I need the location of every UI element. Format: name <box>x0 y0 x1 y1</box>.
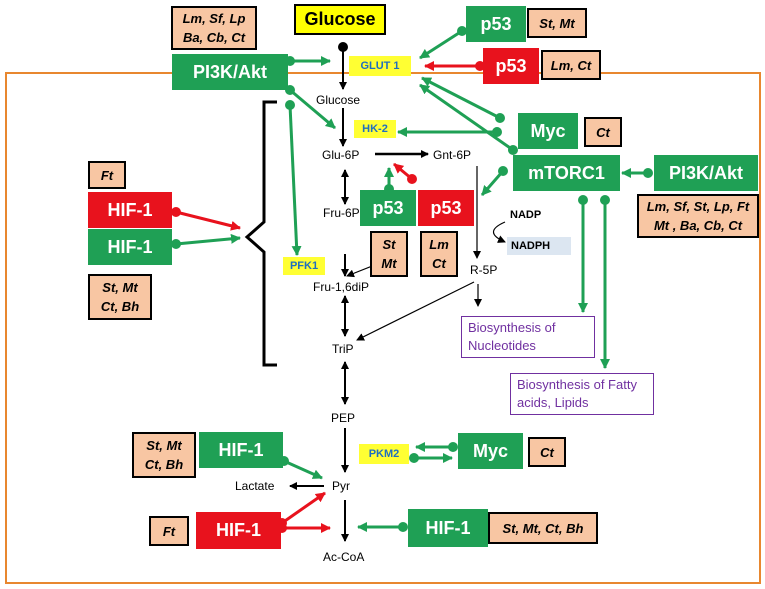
glycolysis-arrows <box>289 42 429 542</box>
enzyme-hk2: HK-2 <box>354 120 396 138</box>
species-hif1-pkm2: St, Mt Ct, Bh <box>132 432 196 478</box>
metabolite-trip: TriP <box>332 342 354 356</box>
metabolite-ac-coa: Ac-CoA <box>323 550 365 564</box>
metabolite-fru-16dip: Fru-1,6diP <box>313 280 370 294</box>
p53-activator-mid-box: p53 <box>360 190 416 226</box>
hif1-inhibitor-left-box: HIF-1 <box>88 192 172 228</box>
myc-bottom-box: Myc <box>458 433 523 469</box>
glycolysis-bracket <box>244 100 277 367</box>
mtorc1-box: mTORC1 <box>513 155 620 191</box>
p53-activator-top-box: p53 <box>466 6 526 42</box>
metabolite-fru-6p: Fru-6P <box>323 206 360 220</box>
metabolite-nadph: NADPH <box>507 237 571 255</box>
inhibition-arrows <box>171 61 485 533</box>
species-hif1-green-bottom: St, Mt, Ct, Bh <box>488 512 598 544</box>
metabolite-glu-6p: Glu-6P <box>322 148 360 162</box>
metabolite-r-5p: R-5P <box>470 263 498 277</box>
metabolite-glucose: Glucose <box>316 93 361 107</box>
species-hif1-green-left: St, Mt Ct, Bh <box>88 274 152 320</box>
hif1-pkm2-box: HIF-1 <box>199 432 283 468</box>
pi3k-akt-top-box: PI3K/Akt <box>172 54 288 90</box>
metabolite-nadp: NADP <box>510 209 542 221</box>
species-p53-green-mid: St Mt <box>370 231 408 277</box>
activation-arrows <box>171 26 653 532</box>
species-p53-red-mid: Lm Ct <box>420 231 458 277</box>
hif1-activator-left-box: HIF-1 <box>88 229 172 265</box>
output-fatty-acids-lipids: Biosynthesis of Fatty acids, Lipids <box>510 373 654 415</box>
species-p53-red-top: Lm, Ct <box>541 50 601 80</box>
pi3k-akt-right-box: PI3K/Akt <box>654 155 758 191</box>
enzyme-pkm2: PKM2 <box>359 444 409 464</box>
p53-inhibitor-mid-box: p53 <box>418 190 474 226</box>
output-nucleotides: Biosynthesis of Nucleotides <box>461 316 595 358</box>
metabolite-pyr: Pyr <box>332 479 350 493</box>
species-hif1-red-left: Ft <box>88 161 126 189</box>
hif1-inhibitor-bottom-box: HIF-1 <box>196 512 281 549</box>
p53-inhibitor-top-box: p53 <box>483 48 539 84</box>
species-myc-top: Ct <box>584 117 622 147</box>
species-myc-bottom: Ct <box>528 437 566 467</box>
hif1-activator-bottom-box: HIF-1 <box>408 509 488 547</box>
enzyme-glut1: GLUT 1 <box>349 56 411 76</box>
species-p53-green-top: St, Mt <box>527 8 587 38</box>
species-pi3k-right: Lm, Sf, St, Lp, Ft Mt , Ba, Cb, Ct <box>637 194 759 238</box>
metabolite-lactate: Lactate <box>235 479 275 493</box>
enzyme-pfk1: PFK1 <box>283 257 325 275</box>
glucose-input-box: Glucose <box>294 4 386 35</box>
species-top-left: Lm, Sf, Lp Ba, Cb, Ct <box>171 6 257 50</box>
species-hif1-red-bottom: Ft <box>149 516 189 546</box>
myc-top-box: Myc <box>518 113 578 149</box>
metabolite-gnt-6p: Gnt-6P <box>433 148 472 162</box>
metabolite-pep: PEP <box>331 411 356 425</box>
